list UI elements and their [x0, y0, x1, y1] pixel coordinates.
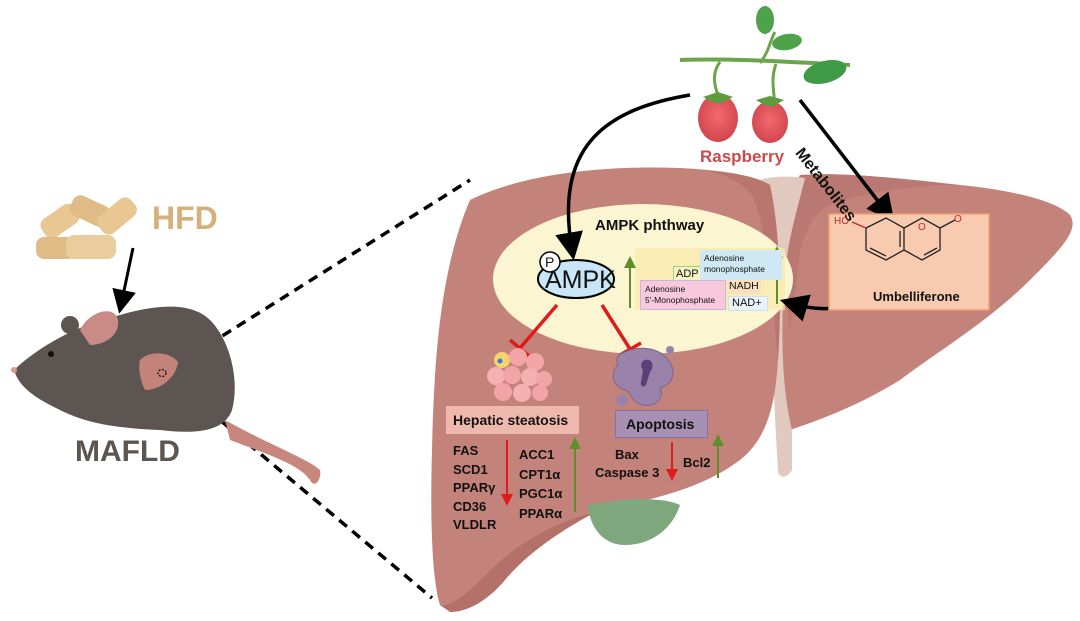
gene-ppar-gamma: PPARγ	[453, 480, 496, 495]
adp-box: ADP	[673, 266, 701, 282]
gene-bcl2: Bcl2	[683, 455, 711, 470]
gene-vldlr: VLDLR	[453, 517, 497, 532]
apoptotic-cell-icon	[612, 346, 674, 407]
apoptosis-title: Apoptosis	[626, 416, 695, 432]
gene-cd36: CD36	[453, 498, 487, 514]
amp-label-2: monophosphate	[704, 264, 765, 274]
gene-bax: Bax	[615, 447, 639, 462]
umbelliferone-structure	[851, 217, 956, 261]
nadplus-label: NAD+	[732, 297, 762, 309]
umbelliferone-box	[828, 213, 990, 311]
gene-caspase3: Caspase 3	[595, 465, 660, 480]
gene-pgc1a: PGC1α	[519, 486, 563, 501]
amp5-label-2: 5'-Monophosphate	[645, 295, 716, 305]
raspberry-label: Raspberry	[700, 147, 785, 166]
atom-o-carbonyl-label: O	[954, 214, 962, 225]
amp-label-1: Adenosine	[704, 253, 745, 263]
steatosis-title-box: Hepatic steatosis	[446, 406, 579, 434]
raspberry-plant-icon	[679, 6, 851, 143]
nadplus-box: NAD+	[728, 296, 768, 311]
phospho-badge	[539, 251, 561, 273]
umbelliferone-label: Umbelliferone	[873, 289, 960, 304]
metabolites-arrow	[798, 98, 895, 223]
raspberry-to-ampk-arrow	[555, 93, 691, 261]
adp-label: ADP	[676, 268, 699, 280]
steatosis-up-genes: ACC1 CPT1α PGC1α PPARα	[519, 445, 562, 523]
atom-o-ring-label: O	[918, 222, 926, 233]
amp5-box: Adenosine 5'-Monophosphate	[640, 280, 726, 310]
gene-fas: FAS	[453, 443, 479, 458]
amp5-label-1: Adenosine	[645, 284, 686, 294]
gene-cpt1a: CPT1α	[519, 466, 561, 482]
gene-acc1: ACC1	[519, 447, 555, 462]
amp-box: Adenosine monophosphate	[700, 250, 782, 280]
nadh-label: NADH	[729, 280, 759, 292]
gene-ppar-alpha: PPARα	[519, 505, 563, 521]
atom-ho-label: HO	[834, 216, 849, 227]
ampk-label: AMPK	[545, 266, 616, 294]
mafld-label: MAFLD	[75, 435, 180, 468]
mouse-illustration	[11, 306, 321, 484]
hfd-pellets-icon	[36, 195, 137, 259]
hfd-to-mouse-arrow	[112, 247, 136, 314]
gallbladder	[588, 499, 680, 545]
hfd-label: HFD	[152, 200, 218, 236]
gene-scd1: SCD1	[453, 461, 488, 477]
phospho-label: P	[545, 254, 555, 270]
nadh-box: NADH	[727, 280, 761, 294]
fat-cells-icon	[487, 348, 552, 402]
pathway-title: AMPK phthway	[595, 217, 705, 234]
apoptosis-title-box: Apoptosis	[615, 410, 708, 438]
steatosis-title: Hepatic steatosis	[453, 412, 569, 428]
steatosis-down-genes: FAS SCD1 PPARγ CD36 VLDLR	[453, 442, 496, 535]
